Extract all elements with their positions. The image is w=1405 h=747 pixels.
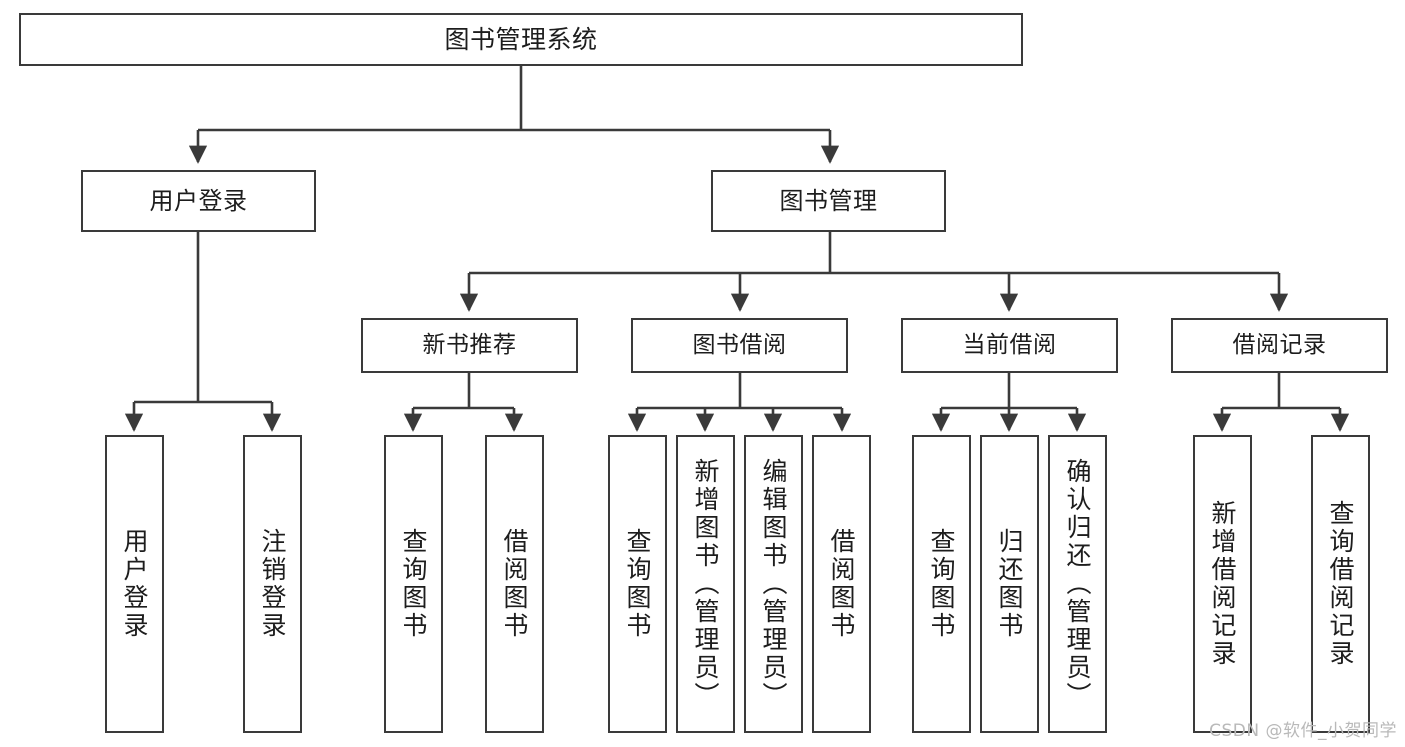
- node-leaf-query-book-recommend[interactable]: 查询图书: [384, 435, 443, 733]
- node-label: 注销登录: [258, 528, 287, 640]
- node-leaf-edit-book[interactable]: 编辑图书（管理员）: [744, 435, 803, 733]
- node-leaf-query-borrow-record[interactable]: 查询借阅记录: [1311, 435, 1370, 733]
- node-leaf-confirm-return[interactable]: 确认归还（管理员）: [1048, 435, 1107, 733]
- node-root-system[interactable]: 图书管理系统: [19, 13, 1023, 66]
- node-book-manage[interactable]: 图书管理: [711, 170, 946, 232]
- node-leaf-user-logout[interactable]: 注销登录: [243, 435, 302, 733]
- node-label: 借阅记录: [1232, 331, 1327, 358]
- node-label: 归还图书: [995, 528, 1024, 640]
- node-label: 新增借阅记录: [1208, 500, 1237, 668]
- node-label: 新书推荐: [422, 331, 517, 358]
- node-leaf-borrow-book[interactable]: 借阅图书: [812, 435, 871, 733]
- node-current-borrow[interactable]: 当前借阅: [901, 318, 1118, 373]
- node-user-login[interactable]: 用户登录: [81, 170, 316, 232]
- node-borrow-record[interactable]: 借阅记录: [1171, 318, 1388, 373]
- node-leaf-borrow-book-recommend[interactable]: 借阅图书: [485, 435, 544, 733]
- node-label: 查询图书: [399, 528, 428, 640]
- node-label: 当前借阅: [962, 331, 1057, 358]
- node-label: 图书借阅: [692, 331, 787, 358]
- node-leaf-user-login[interactable]: 用户登录: [105, 435, 164, 733]
- node-label: 借阅图书: [500, 528, 529, 640]
- node-label: 查询图书: [927, 528, 956, 640]
- node-book-borrow[interactable]: 图书借阅: [631, 318, 848, 373]
- node-label: 借阅图书: [827, 528, 856, 640]
- node-new-book-recommend[interactable]: 新书推荐: [361, 318, 578, 373]
- node-label: 图书管理: [779, 186, 878, 215]
- node-leaf-return-book[interactable]: 归还图书: [980, 435, 1039, 733]
- node-leaf-query-book-current[interactable]: 查询图书: [912, 435, 971, 733]
- node-label: 确认归还（管理员）: [1063, 458, 1092, 710]
- node-leaf-add-borrow-record[interactable]: 新增借阅记录: [1193, 435, 1252, 733]
- node-label: 图书管理系统: [444, 24, 598, 54]
- node-label: 查询图书: [623, 528, 652, 640]
- node-leaf-add-book[interactable]: 新增图书（管理员）: [676, 435, 735, 733]
- node-label: 新增图书（管理员）: [691, 458, 720, 710]
- watermark-text: CSDN @软件_小贺同学: [1209, 721, 1397, 741]
- node-label: 用户登录: [120, 528, 149, 640]
- node-label: 编辑图书（管理员）: [759, 458, 788, 710]
- node-label: 用户登录: [149, 186, 248, 215]
- node-leaf-query-book-borrow[interactable]: 查询图书: [608, 435, 667, 733]
- node-label: 查询借阅记录: [1326, 500, 1355, 668]
